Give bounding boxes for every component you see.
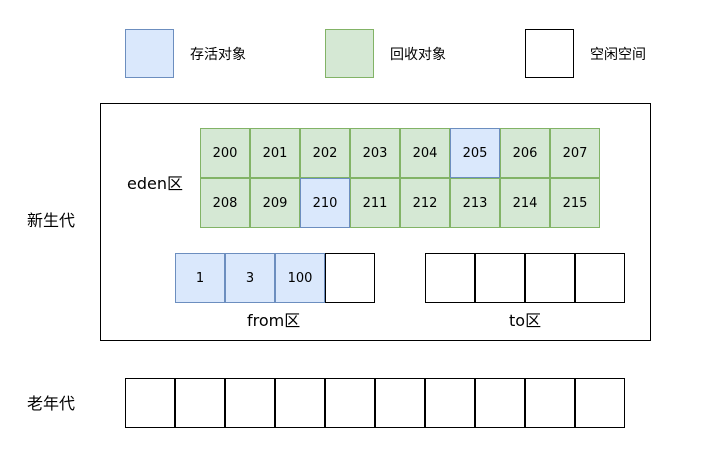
old-gen-cell bbox=[225, 378, 275, 428]
from-cell: 3 bbox=[225, 253, 275, 303]
eden-cell: 209 bbox=[250, 178, 300, 228]
old-gen-label: 老年代 bbox=[27, 394, 76, 413]
to-cell bbox=[575, 253, 625, 303]
from-cell: 100 bbox=[275, 253, 325, 303]
old-gen-cell bbox=[525, 378, 575, 428]
eden-cell: 214 bbox=[500, 178, 550, 228]
young-gen-label: 新生代 bbox=[27, 211, 76, 230]
eden-cell: 206 bbox=[500, 128, 550, 178]
young-gen-frame bbox=[100, 103, 651, 341]
eden-cell: 207 bbox=[550, 128, 600, 178]
eden-cell: 211 bbox=[350, 178, 400, 228]
old-gen-cell bbox=[325, 378, 375, 428]
eden-label: eden区 bbox=[127, 174, 183, 193]
to-cell bbox=[525, 253, 575, 303]
eden-cell: 213 bbox=[450, 178, 500, 228]
old-gen-cell bbox=[575, 378, 625, 428]
legend-alive-label: 存活对象 bbox=[190, 47, 246, 63]
legend-free-label: 空闲空间 bbox=[590, 47, 646, 63]
from-cell bbox=[325, 253, 375, 303]
eden-cell: 202 bbox=[300, 128, 350, 178]
legend-garbage-label: 回收对象 bbox=[390, 47, 446, 63]
old-gen-cell bbox=[375, 378, 425, 428]
eden-cell: 203 bbox=[350, 128, 400, 178]
old-gen-cell bbox=[475, 378, 525, 428]
legend-alive-swatch bbox=[125, 29, 174, 78]
from-label: from区 bbox=[247, 311, 301, 330]
eden-cell: 215 bbox=[550, 178, 600, 228]
to-cell bbox=[425, 253, 475, 303]
old-gen-cell bbox=[125, 378, 175, 428]
old-gen-cell bbox=[425, 378, 475, 428]
legend-garbage-swatch bbox=[325, 29, 374, 78]
eden-cell: 200 bbox=[200, 128, 250, 178]
to-label: to区 bbox=[509, 311, 542, 330]
to-cell bbox=[475, 253, 525, 303]
old-gen-cell bbox=[275, 378, 325, 428]
old-gen-cell bbox=[175, 378, 225, 428]
legend-free-swatch bbox=[525, 29, 574, 78]
from-cell: 1 bbox=[175, 253, 225, 303]
eden-cell: 201 bbox=[250, 128, 300, 178]
eden-cell: 210 bbox=[300, 178, 350, 228]
eden-cell: 204 bbox=[400, 128, 450, 178]
eden-cell: 208 bbox=[200, 178, 250, 228]
eden-cell: 212 bbox=[400, 178, 450, 228]
eden-cell: 205 bbox=[450, 128, 500, 178]
